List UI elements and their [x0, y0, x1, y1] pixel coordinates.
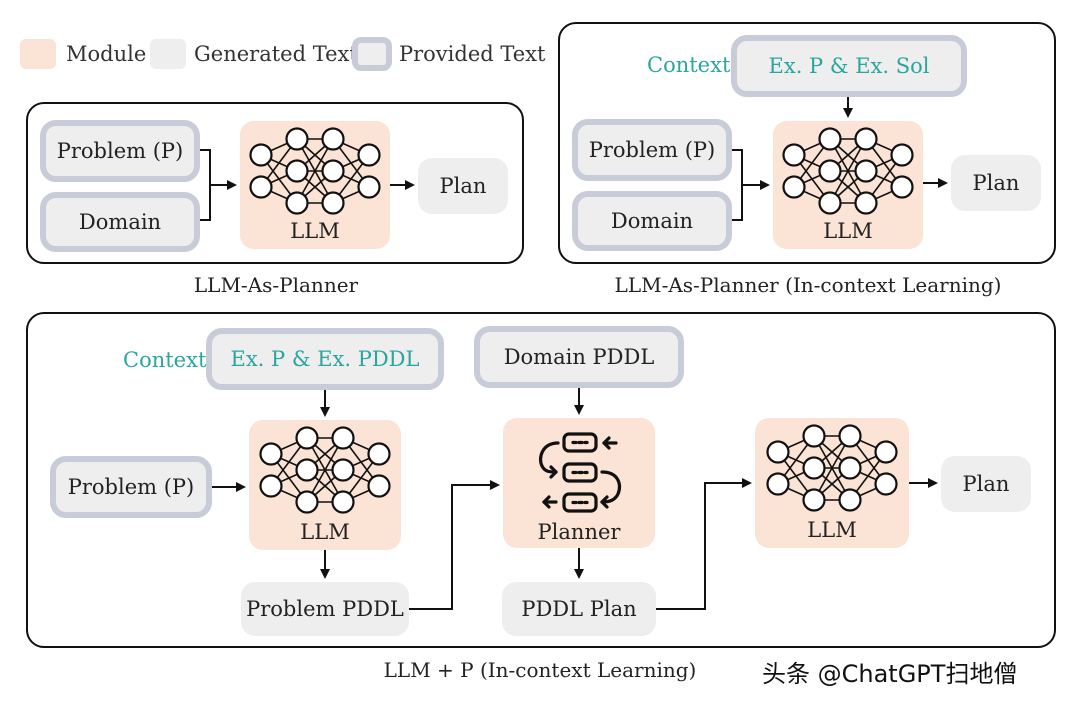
panel1-plan-box: Plan	[418, 158, 508, 214]
neuron-node	[890, 143, 914, 167]
panel3-problem-pddl-text: Problem PDDL	[246, 597, 404, 621]
legend-module-swatch	[20, 39, 56, 69]
neuron-node	[854, 127, 878, 151]
neuron-node	[818, 191, 842, 215]
neuron-node	[874, 440, 898, 464]
panel3-context-box: Ex. P & Ex. PDDL	[206, 328, 444, 390]
neuron-node	[838, 424, 862, 448]
neuron-node	[367, 442, 391, 466]
panel3-problem-box: Problem (P)	[50, 456, 212, 518]
panel3-context-label: Context	[123, 348, 207, 372]
legend-provided-label: Provided Text	[399, 42, 546, 66]
panel3-llm2-label: LLM	[807, 518, 857, 542]
legend-provided-swatch	[352, 37, 392, 71]
panel1-problem-text: Problem (P)	[56, 139, 184, 163]
neuron-node	[818, 127, 842, 151]
planner-flow-icon	[538, 432, 622, 513]
neuron-node	[295, 458, 319, 482]
neuron-node	[321, 127, 345, 151]
panel2-domain-box: Domain	[572, 191, 732, 251]
panel3-llm2-neural-network-icon	[766, 424, 898, 512]
panel3-planner-module: Planner	[503, 418, 655, 548]
panel3-problem-pddl-box: Problem PDDL	[241, 582, 409, 636]
panel2-plan-text: Plan	[972, 171, 1020, 195]
panel2-domain-text: Domain	[610, 209, 694, 233]
panel3-llm1-neural-network-icon	[259, 426, 391, 514]
panel3-pddl-plan-to-llm2	[656, 478, 752, 610]
legend-generated-label: Generated Text	[194, 42, 358, 66]
neuron-node	[818, 159, 842, 183]
panel3-caption: LLM + P (In-context Learning)	[383, 658, 697, 682]
neuron-node	[838, 456, 862, 480]
panel3-pddl-plan-box: PDDL Plan	[502, 582, 656, 636]
neuron-node	[295, 490, 319, 514]
panel3-llm1-label: LLM	[300, 520, 350, 544]
panel2-neural-network-icon	[782, 127, 914, 215]
neuron-node	[782, 143, 806, 167]
panel3-domain-pddl-text: Domain PDDL	[503, 345, 655, 369]
panel1-domain-box: Domain	[40, 192, 200, 252]
panel3-planner-label: Planner	[537, 520, 621, 544]
panel1-problem-box: Problem (P)	[40, 120, 200, 182]
neuron-node	[331, 426, 355, 450]
panel1-neural-network-icon	[249, 127, 381, 215]
panel3-pddl-plan-text: PDDL Plan	[521, 597, 637, 621]
neuron-node	[367, 474, 391, 498]
neuron-node	[285, 191, 309, 215]
legend-generated-swatch	[150, 39, 186, 69]
neuron-node	[259, 474, 283, 498]
neuron-node	[259, 442, 283, 466]
neuron-node	[782, 175, 806, 199]
panel2-caption: LLM-As-Planner (In-context Learning)	[614, 273, 1002, 297]
neuron-node	[802, 424, 826, 448]
panel1-llm-label: LLM	[290, 219, 340, 243]
panel2-problem-text: Problem (P)	[588, 138, 716, 162]
panel2-context-text: Ex. P & Ex. Sol	[768, 54, 930, 78]
neuron-node	[874, 472, 898, 496]
panel3-problem-text: Problem (P)	[67, 475, 195, 499]
panel1-domain-text: Domain	[78, 210, 162, 234]
neuron-node	[331, 490, 355, 514]
neuron-node	[249, 143, 273, 167]
neuron-node	[285, 159, 309, 183]
neuron-node	[331, 458, 355, 482]
panel1-plan-text: Plan	[439, 174, 487, 198]
neuron-node	[802, 456, 826, 480]
panel3-domain-pddl-box: Domain PDDL	[474, 326, 684, 388]
panel2-problem-box: Problem (P)	[572, 119, 732, 181]
neuron-node	[854, 159, 878, 183]
neuron-node	[321, 191, 345, 215]
panel3-plan-box: Plan	[941, 456, 1031, 512]
watermark-text: 头条 @ChatGPT扫地僧	[762, 660, 1018, 688]
panel2-context-label: Context	[647, 53, 731, 77]
panel3-plan-text: Plan	[962, 472, 1010, 496]
neuron-node	[285, 127, 309, 151]
legend-module-label: Module	[66, 42, 147, 66]
neuron-node	[321, 159, 345, 183]
neuron-node	[295, 426, 319, 450]
neuron-node	[838, 488, 862, 512]
neuron-node	[357, 143, 381, 167]
panel2-context-box: Ex. P & Ex. Sol	[731, 35, 967, 97]
neuron-node	[249, 175, 273, 199]
neuron-node	[766, 472, 790, 496]
neuron-node	[890, 175, 914, 199]
panel3-context-text: Ex. P & Ex. PDDL	[230, 347, 420, 371]
panel2-llm-label: LLM	[823, 219, 873, 243]
neuron-node	[766, 440, 790, 464]
neuron-node	[802, 488, 826, 512]
panel3-problem-pddl-to-planner	[409, 480, 500, 610]
neuron-node	[357, 175, 381, 199]
panel2-plan-box: Plan	[951, 155, 1041, 211]
neuron-node	[854, 191, 878, 215]
panel1-caption: LLM-As-Planner	[193, 273, 359, 297]
